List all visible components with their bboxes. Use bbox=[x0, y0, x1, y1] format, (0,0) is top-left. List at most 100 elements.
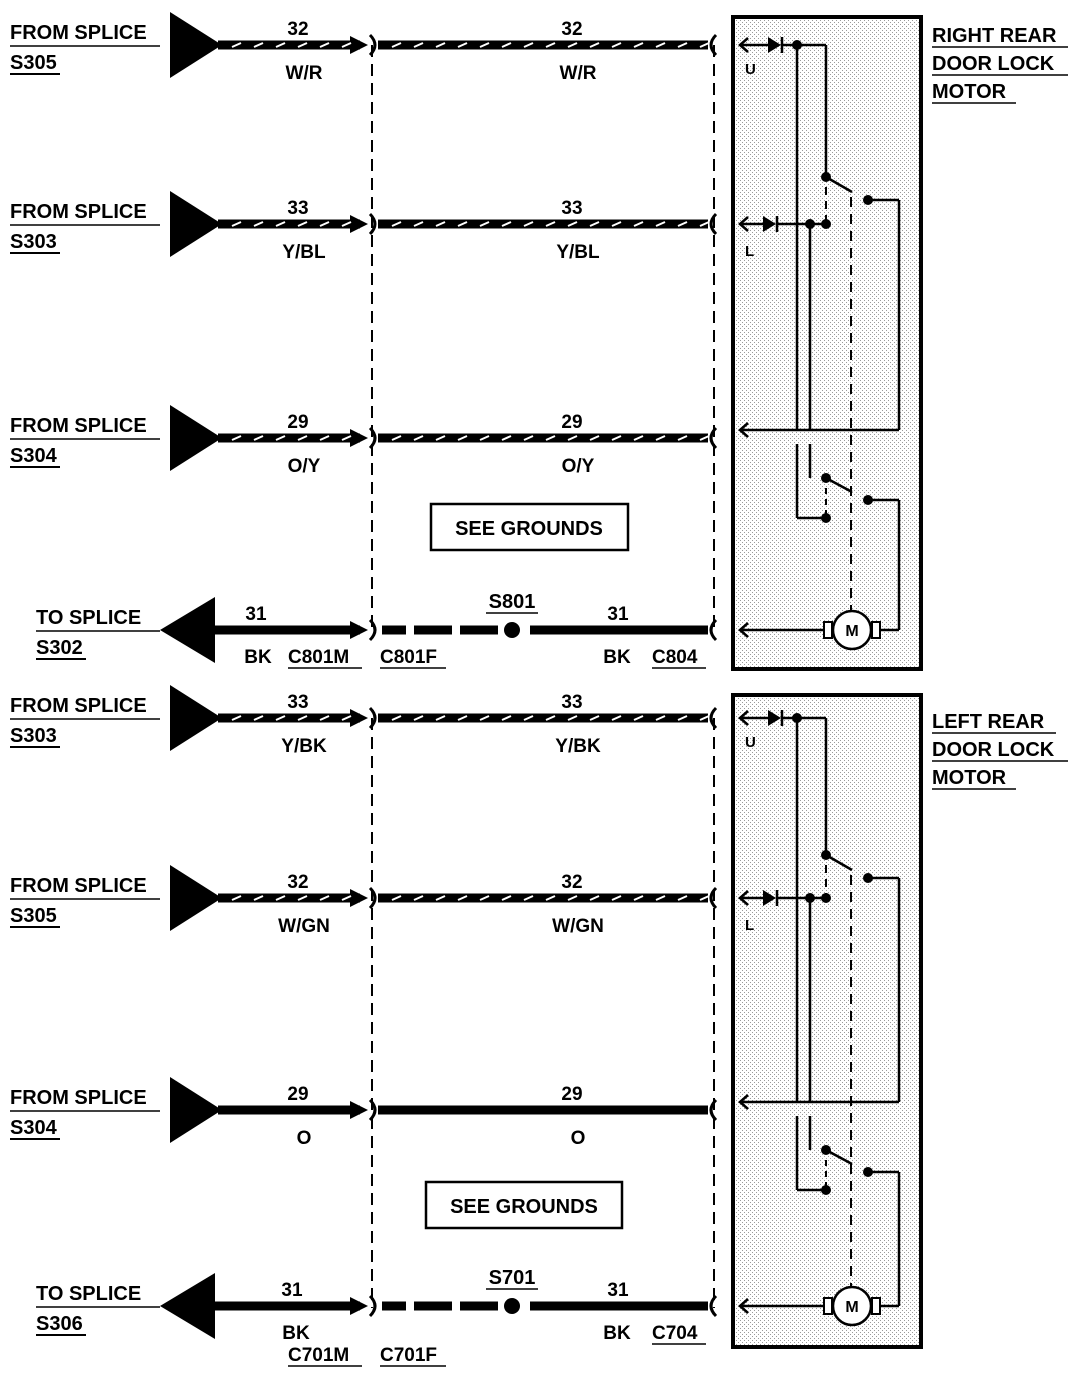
wire-tracer bbox=[413, 895, 424, 901]
connector-label-mid: C701F bbox=[380, 1345, 437, 1366]
splice-dot-icon bbox=[504, 1298, 520, 1314]
splice-id-label: S302 bbox=[36, 637, 83, 659]
circuit-number-right: 31 bbox=[607, 1280, 629, 1301]
diode-icon bbox=[763, 890, 776, 906]
wire-tracer bbox=[523, 221, 534, 227]
connector-label-right: C804 bbox=[652, 647, 698, 668]
connector-label-left: C801M bbox=[288, 647, 349, 668]
connector-triangle-icon bbox=[170, 685, 222, 751]
splice-kind-label: FROM SPLICE bbox=[10, 1087, 147, 1109]
wire-tracer bbox=[589, 42, 600, 48]
right-rear-door-lock-motor: MUL bbox=[731, 15, 923, 671]
wire-tracer bbox=[435, 715, 446, 721]
circuit-letter: E bbox=[182, 1101, 194, 1121]
wire-tracer bbox=[633, 435, 644, 441]
wire-tracer bbox=[479, 715, 490, 721]
wire-color-right: O bbox=[571, 1128, 586, 1149]
wire-tracer bbox=[611, 715, 622, 721]
terminal-arrow-icon bbox=[738, 710, 749, 726]
splice-arrow-icon bbox=[160, 1273, 215, 1339]
wire-tracer bbox=[435, 42, 446, 48]
connector-bracket-icon bbox=[709, 618, 718, 642]
splice-kind-label: FROM SPLICE bbox=[10, 22, 147, 44]
wire-tracer bbox=[231, 221, 242, 227]
terminal-label-u: U bbox=[745, 61, 756, 78]
motor-icon bbox=[831, 609, 873, 651]
circuit-letter: H bbox=[191, 1297, 204, 1317]
wire-tracer bbox=[319, 42, 330, 48]
see-grounds-box[interactable] bbox=[429, 502, 630, 552]
wire-color-left: O/Y bbox=[288, 456, 321, 477]
wire-tracer bbox=[435, 435, 446, 441]
splice-mid-label: S701 bbox=[489, 1267, 536, 1289]
wire-tracer bbox=[391, 435, 402, 441]
circuit-number-left: 32 bbox=[287, 872, 308, 893]
terminal-arrow-icon bbox=[738, 890, 749, 906]
wire-tracer bbox=[501, 221, 512, 227]
see-grounds-label: SEE GROUNDS bbox=[455, 518, 603, 540]
wire-tracer bbox=[253, 42, 264, 48]
connector-triangle-icon bbox=[170, 405, 222, 471]
wire-tracer bbox=[545, 42, 556, 48]
connector-label-right: C704 bbox=[652, 1323, 698, 1344]
wire-tracer bbox=[479, 42, 490, 48]
splice-id-label: S305 bbox=[10, 52, 57, 74]
left-rear-door-lock-motor: MUL bbox=[731, 693, 923, 1349]
circuit-letter: C bbox=[182, 889, 195, 909]
wire-tracer bbox=[413, 435, 424, 441]
connector-bracket-icon bbox=[709, 1098, 718, 1122]
wire-color-right: BK bbox=[603, 647, 631, 668]
splice-id-label: S304 bbox=[10, 1117, 58, 1139]
wire-tracer bbox=[479, 221, 490, 227]
circuit-number-right: 32 bbox=[561, 19, 582, 40]
circuit-number-right: 33 bbox=[561, 198, 582, 219]
wire-color-left: Y/BL bbox=[282, 242, 326, 263]
connector-bracket-icon bbox=[368, 212, 377, 236]
wire-tracer bbox=[611, 42, 622, 48]
wire-tracer bbox=[655, 221, 666, 227]
wire-tracer bbox=[523, 435, 534, 441]
wire-tracer bbox=[633, 895, 644, 901]
wire-tracer bbox=[699, 715, 710, 721]
see-grounds-box[interactable] bbox=[424, 1180, 624, 1230]
wire-tracer bbox=[677, 42, 688, 48]
splice-kind-label: FROM SPLICE bbox=[10, 695, 147, 717]
wire-arrow-icon bbox=[350, 215, 368, 233]
wire-tracer bbox=[231, 435, 242, 441]
wire-color-left: Y/BK bbox=[281, 736, 327, 757]
circuit-letter: A bbox=[182, 709, 195, 729]
wire-tracer bbox=[567, 221, 578, 227]
junction-dot-icon bbox=[821, 893, 831, 903]
wire-tracer bbox=[589, 435, 600, 441]
wire-tracer bbox=[413, 221, 424, 227]
splice-id-label: S303 bbox=[10, 725, 57, 747]
wire-tracer bbox=[545, 221, 556, 227]
wire-tracer bbox=[457, 221, 468, 227]
see-grounds-label: SEE GROUNDS bbox=[450, 1196, 598, 1218]
internal-wire bbox=[825, 853, 853, 872]
connector-bracket-icon bbox=[368, 1098, 377, 1122]
terminal-arrow-icon bbox=[738, 1094, 749, 1110]
connector-bracket-icon bbox=[709, 886, 718, 910]
circuit-number-left: 31 bbox=[281, 1280, 303, 1301]
diode-icon bbox=[768, 37, 781, 53]
splice-kind-label: TO SPLICE bbox=[36, 607, 141, 629]
wire-tracer bbox=[501, 715, 512, 721]
wire-color-left: BK bbox=[244, 647, 272, 668]
wire-arrow-icon bbox=[350, 621, 368, 639]
wire-tracer bbox=[413, 715, 424, 721]
wire-arrow-icon bbox=[350, 889, 368, 907]
wire-tracer bbox=[275, 715, 286, 721]
wire-tracer bbox=[545, 895, 556, 901]
circuit-number-left: 33 bbox=[287, 198, 308, 219]
wire-tracer bbox=[567, 895, 578, 901]
wire-tracer bbox=[297, 435, 308, 441]
connector-label-mid: C801F bbox=[380, 647, 437, 668]
motor-title-line: MOTOR bbox=[932, 767, 1007, 789]
